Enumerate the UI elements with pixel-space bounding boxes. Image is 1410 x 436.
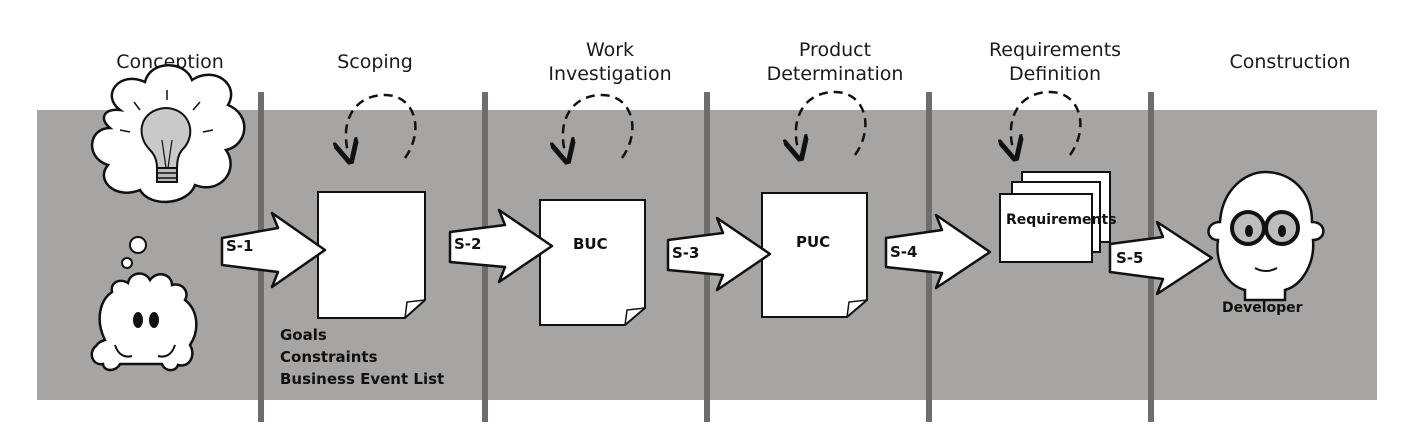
phase-title-work-investigation: Work Investigation: [548, 39, 672, 85]
arrow-s5: [1108, 220, 1214, 296]
doc-label-puc: PUC: [796, 233, 831, 251]
arrow-label-s3: S-3: [672, 244, 700, 262]
cycle-arrow-icon: [1011, 90, 1082, 155]
developer-label: Developer: [1222, 300, 1303, 316]
fuzzy-creature-icon: [90, 272, 198, 372]
scoping-outputs-list: Goals Constraints Business Event List: [280, 324, 444, 390]
arrow-s2: [448, 208, 554, 284]
arrow-label-s5: S-5: [1116, 249, 1144, 267]
doc-label-requirements: Requirements: [1006, 212, 1117, 228]
phase-title-construction: Construction: [1229, 51, 1351, 73]
arrow-s3: [666, 216, 772, 292]
thought-bubble-large: [129, 236, 147, 254]
scoping-output-goals: Goals: [280, 326, 327, 344]
arrow-s4: [884, 213, 992, 290]
scoping-document: [317, 191, 426, 319]
arrow-label-s2: S-2: [454, 235, 482, 253]
scoping-output-constraints: Constraints: [280, 348, 378, 366]
phase-title-requirements-definition: Requirements Definition: [988, 39, 1122, 85]
thought-bubble-small: [121, 257, 133, 269]
phase-title-product-determination: Product Determination: [766, 39, 904, 85]
phase-title-conception: Conception: [116, 51, 224, 73]
developer-head-icon: [1207, 170, 1325, 302]
cycle-arrow-icon: [796, 90, 867, 155]
cycle-arrow-icon: [563, 93, 634, 158]
phase-title-scoping: Scoping: [337, 51, 413, 73]
doc-label-buc: BUC: [573, 235, 608, 253]
buc-document: [539, 199, 646, 326]
cycle-arrow-icon: [346, 93, 417, 158]
scoping-output-business-event-list: Business Event List: [280, 370, 445, 388]
arrow-label-s4: S-4: [890, 243, 918, 261]
arrow-s1: [220, 211, 327, 289]
lightbulb-thought-cloud-icon: [90, 64, 246, 204]
requirements-document-stack: [999, 171, 1111, 263]
arrow-label-s1: S-1: [226, 237, 254, 255]
puc-document: [761, 192, 868, 318]
